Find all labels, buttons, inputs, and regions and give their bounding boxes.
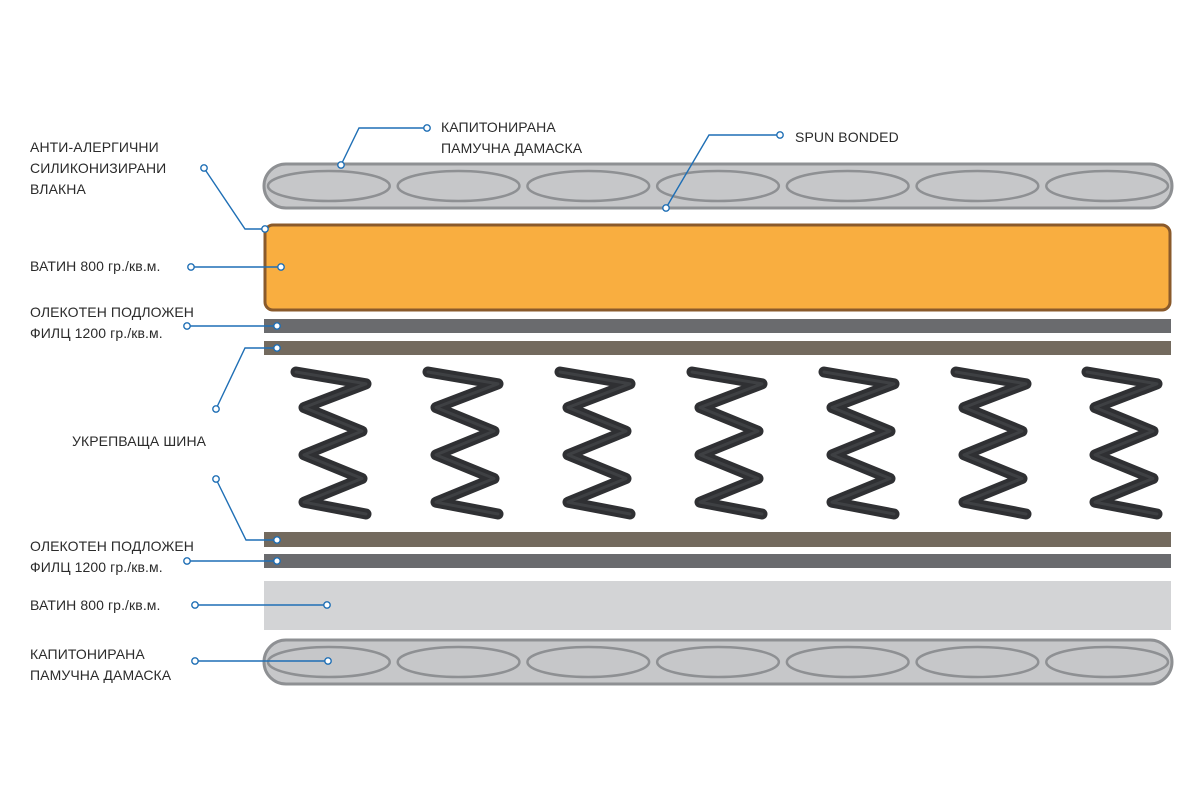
leader-batting-top-dot [277,263,285,271]
bottom-quilted-fabric-puff [396,645,521,679]
leader-batting-bottom [191,601,331,609]
top-quilted-fabric-puff [915,169,1040,203]
leader-rail-bottom [212,475,281,544]
felt-layer-top [264,319,1171,333]
leader-spun-bonded [662,131,784,212]
bottom-quilted-fabric-puff [785,645,910,679]
leader-rail-bottom-dot [273,536,281,544]
top-quilted-fabric-puff [266,169,391,203]
leader-spun-bonded-dot [662,204,670,212]
leader-rail-top [212,344,281,413]
leader-bottom-fabric-dot [324,657,332,665]
leader-batting-bottom-dot [323,601,331,609]
leader-rail-bottom-line [215,478,277,541]
leader-felt-top [183,322,281,330]
leader-felt-bottom-dot [183,557,191,565]
leader-fibers-dot [261,225,269,233]
leader-fibers-dot [200,164,208,172]
label-spun-bonded: SPUN BONDED [795,129,899,145]
leader-felt-top-dot [273,322,281,330]
coil-spring [290,366,372,520]
leader-top-fabric-line [340,127,427,166]
leader-felt-top-dot [183,322,191,330]
batting-layer-top [263,223,1172,312]
bottom-quilted-fabric-puff [655,645,781,679]
coil-spring [950,366,1032,520]
coil-spring-highlight [1085,370,1159,516]
top-quilted-fabric-puff [655,169,781,203]
leader-bottom-fabric-dot [191,657,199,665]
coil-spring [554,366,636,520]
leader-fibers-line [203,167,265,230]
leader-rail-top-dot [273,344,281,352]
coil-spring-highlight [690,370,764,516]
coil-spring [422,366,504,520]
leader-batting-bottom-dot [191,601,199,609]
coil-spring-highlight [822,370,896,516]
leader-batting-top-dot [187,263,195,271]
coil-spring-highlight [426,370,500,516]
support-rail-bottom [264,532,1171,547]
label-support-rail: УКРЕПВАЩА ШИНА [72,433,207,449]
label-batting-bottom: ВАТИН 800 гр./кв.м. [30,597,161,613]
support-rail-top [264,341,1171,355]
top-quilted-fabric [262,162,1174,210]
leader-bottom-fabric [191,657,332,665]
leader-top-fabric-dot [337,161,345,169]
leader-rail-bottom-dot [212,475,220,483]
leader-fibers [200,164,269,233]
top-quilted-fabric-puff [785,169,910,203]
bottom-quilted-fabric-puff [1045,645,1170,679]
top-quilted-fabric-puff [526,169,651,203]
leader-felt-bottom [183,557,281,565]
leader-spun-bonded-line [665,134,780,209]
leader-spun-bonded-dot [776,131,784,139]
leader-top-fabric [337,124,431,169]
bottom-quilted-fabric-puff [526,645,651,679]
coil-spring-highlight [558,370,632,516]
coil-spring [686,366,768,520]
bottom-quilted-fabric-puff [915,645,1040,679]
bottom-quilted-fabric [262,638,1174,686]
coil-spring-highlight [294,370,368,516]
top-quilted-fabric-puff [396,169,521,203]
coil-spring [818,366,900,520]
batting-layer-bottom [264,581,1171,630]
coil-spring-highlight [954,370,1028,516]
leader-felt-bottom-dot [273,557,281,565]
label-batting-top: ВАТИН 800 гр./кв.м. [30,258,161,274]
top-quilted-fabric-puff [1045,169,1170,203]
leader-rail-top-dot [212,405,220,413]
leader-top-fabric-dot [423,124,431,132]
coil-spring [1081,366,1163,520]
felt-layer-bottom [264,554,1171,568]
leader-rail-top-line [215,347,277,410]
leader-batting-top [187,263,285,271]
